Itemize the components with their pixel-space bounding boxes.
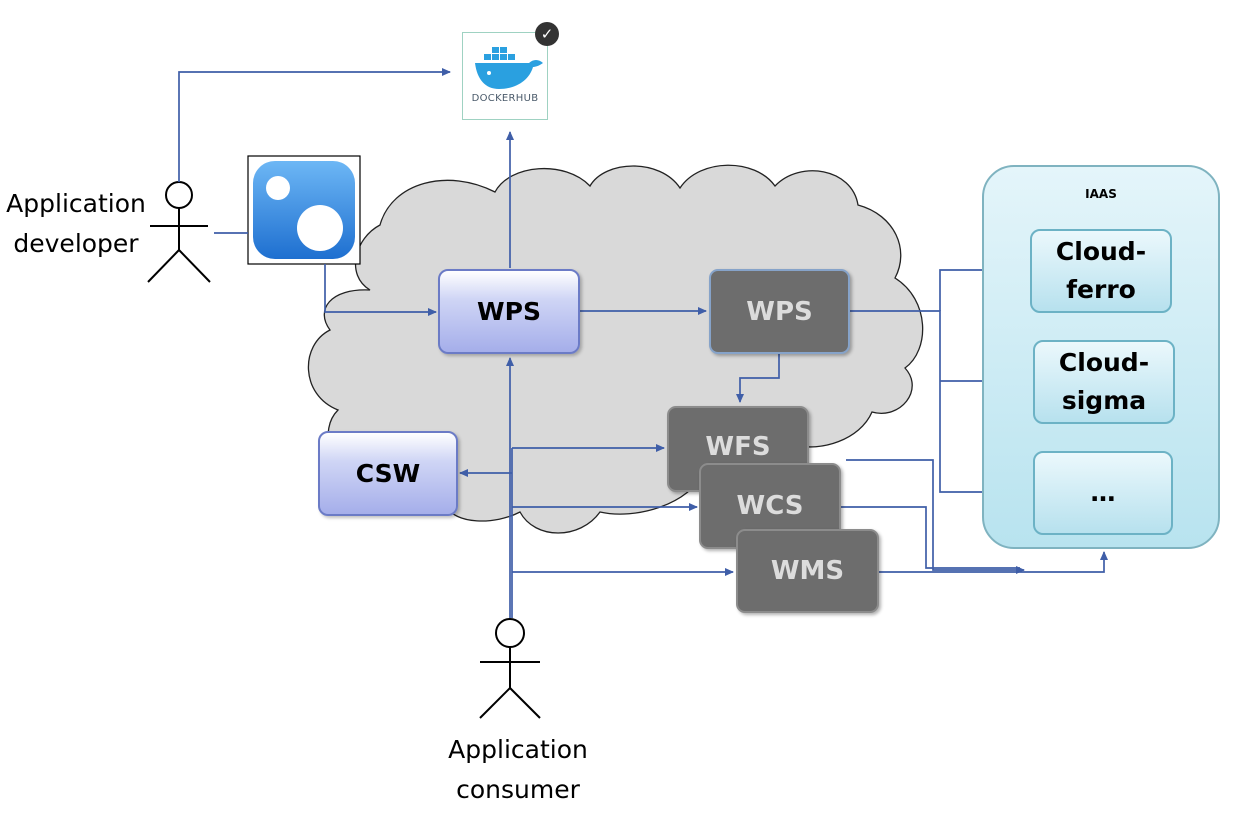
wps-main-box[interactable]: WPS [438,269,580,354]
wps-main-label: WPS [477,297,541,326]
provider-more-box[interactable]: … [1033,451,1173,535]
dockerhub-label: DOCKERHUB [471,93,539,104]
wms-box[interactable]: WMS [736,529,879,613]
iaas-title: IAAS [1085,187,1117,201]
check-badge-icon: ✓ [535,22,559,46]
provider-cloudferro-box[interactable]: Cloud- ferro [1030,229,1172,313]
connectors [178,68,1108,618]
stick-figure-icon [147,181,211,283]
wps-remote-label: WPS [746,296,813,327]
csw-label: CSW [355,459,421,488]
docker-whale-icon [475,47,543,89]
wps-remote-box[interactable]: WPS [709,269,850,354]
provider-label: Cloud- sigma [1058,348,1150,415]
developer-label: Application developer [6,189,146,258]
provider-label: … [1090,478,1116,507]
wcs-label: WCS [736,491,804,521]
stick-figure-icon [479,618,541,719]
wms-label: WMS [770,556,845,586]
wfs-label: WFS [705,432,771,462]
app-bubbles-icon [247,155,361,265]
dockerhub-badge: DOCKERHUB [462,32,548,120]
provider-label: Cloud- ferro [1055,237,1147,304]
consumer-label: Application consumer [448,735,588,804]
csw-box[interactable]: CSW [318,431,458,516]
provider-cloudsigma-box[interactable]: Cloud- sigma [1033,340,1175,424]
